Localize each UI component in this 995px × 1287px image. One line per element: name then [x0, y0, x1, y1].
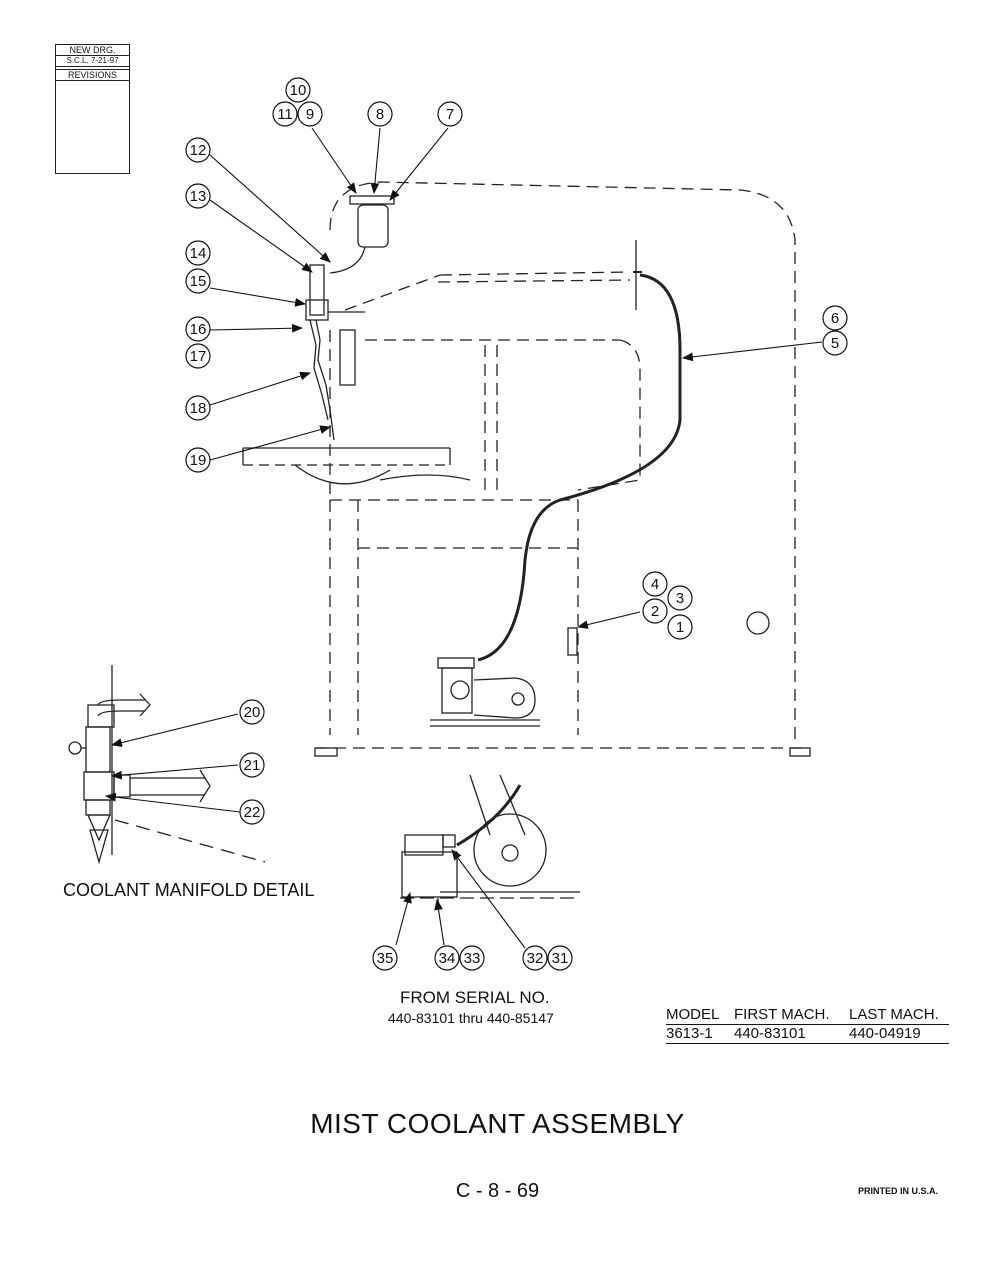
coolant-hose — [477, 273, 682, 662]
svg-text:32: 32 — [527, 950, 544, 967]
svg-text:6: 6 — [831, 310, 839, 327]
revision-block: NEW DRG. S.C.L. 7-21-97 REVISIONS — [55, 44, 130, 174]
svg-text:17: 17 — [190, 348, 207, 365]
callout-1: 1 — [667, 614, 693, 640]
svg-text:35: 35 — [377, 950, 394, 967]
svg-text:20: 20 — [244, 704, 261, 721]
svg-text:9: 9 — [306, 106, 314, 123]
callout-33: 33 — [459, 945, 485, 971]
callout-5: 5 — [822, 330, 848, 356]
callout-15: 15 — [185, 268, 211, 294]
revision-new-drawing: NEW DRG. — [56, 45, 129, 56]
manifold — [305, 264, 365, 441]
callout-14: 14 — [185, 240, 211, 266]
page-number: C - 8 - 69 — [455, 1180, 540, 1202]
callout-32: 32 — [522, 945, 548, 971]
callout-18: 18 — [185, 395, 211, 421]
pump-assembly — [430, 657, 540, 727]
bandsaw-frame-outline — [315, 181, 810, 749]
callout-21: 21 — [239, 752, 265, 778]
revision-initials-date: S.C.L. 7-21-97 — [56, 56, 129, 67]
svg-text:16: 16 — [190, 321, 207, 338]
callout-31: 31 — [547, 945, 573, 971]
svg-text:4: 4 — [651, 576, 659, 593]
callout-20: 20 — [239, 699, 265, 725]
callout-13: 13 — [185, 183, 211, 209]
printed-notice: PRINTED IN U.S.A. — [858, 1186, 939, 1196]
header-model: MODEL — [666, 1006, 720, 1023]
model-table-row: 3613-1 440-83101 440-04919 — [666, 1025, 949, 1044]
callout-19: 19 — [185, 447, 211, 473]
header-first-mach: FIRST MACH. — [734, 1006, 830, 1023]
callout-34: 34 — [434, 945, 460, 971]
callout-6: 6 — [822, 305, 848, 331]
callout-10: 10 — [285, 77, 311, 103]
page-title: MIST COOLANT ASSEMBLY — [310, 1108, 685, 1139]
model-table: MODEL FIRST MACH. LAST MACH. 3613-1 440-831… — [666, 1006, 949, 1044]
callout-22: 22 — [239, 799, 265, 825]
callout-17: 17 — [185, 343, 211, 369]
svg-text:11: 11 — [277, 106, 293, 123]
svg-text:5: 5 — [831, 335, 839, 352]
svg-text:15: 15 — [190, 273, 207, 290]
svg-text:21: 21 — [244, 757, 261, 774]
detail-label: COOLANT MANIFOLD DETAIL — [63, 880, 315, 900]
callout-9: 9 — [297, 101, 323, 127]
svg-text:7: 7 — [446, 106, 454, 123]
callout-7: 7 — [437, 101, 463, 127]
svg-text:34: 34 — [439, 950, 456, 967]
svg-text:14: 14 — [190, 245, 207, 262]
svg-text:18: 18 — [190, 400, 207, 417]
svg-text:12: 12 — [190, 142, 207, 159]
svg-text:2: 2 — [651, 603, 659, 620]
lower-wheel — [294, 464, 391, 485]
svg-text:33: 33 — [464, 950, 481, 967]
svg-text:19: 19 — [190, 452, 207, 469]
revision-heading: REVISIONS — [56, 69, 129, 81]
cell-first-mach: 440-83101 — [734, 1025, 806, 1042]
callout-12: 12 — [185, 137, 211, 163]
callout-8: 8 — [367, 101, 393, 127]
svg-text:3: 3 — [676, 590, 684, 607]
svg-text:10: 10 — [290, 82, 307, 99]
callout-16: 16 — [185, 316, 211, 342]
serial-range: 440-83101 thru 440-85147 — [388, 1010, 554, 1026]
header-last-mach: LAST MACH. — [849, 1006, 939, 1023]
cell-last-mach: 440-04919 — [849, 1025, 921, 1042]
svg-text:13: 13 — [190, 188, 207, 205]
callout-11: 11 — [272, 101, 298, 127]
serial-heading: FROM SERIAL NO. — [400, 988, 550, 1007]
later-pump-detail — [400, 774, 580, 910]
callout-2: 2 — [642, 598, 668, 624]
svg-text:1: 1 — [676, 619, 684, 636]
switch-box — [567, 627, 578, 656]
cell-model: 3613-1 — [666, 1025, 713, 1042]
callout-35: 35 — [372, 945, 398, 971]
svg-text:22: 22 — [244, 804, 261, 821]
callout-3: 3 — [667, 585, 693, 611]
mist-reservoir — [329, 195, 395, 274]
manifold-detail — [68, 665, 266, 865]
frame-hole — [746, 611, 770, 635]
callout-4: 4 — [642, 571, 668, 597]
model-table-header: MODEL FIRST MACH. LAST MACH. — [666, 1006, 949, 1025]
svg-text:8: 8 — [376, 106, 384, 123]
svg-text:31: 31 — [552, 950, 569, 967]
